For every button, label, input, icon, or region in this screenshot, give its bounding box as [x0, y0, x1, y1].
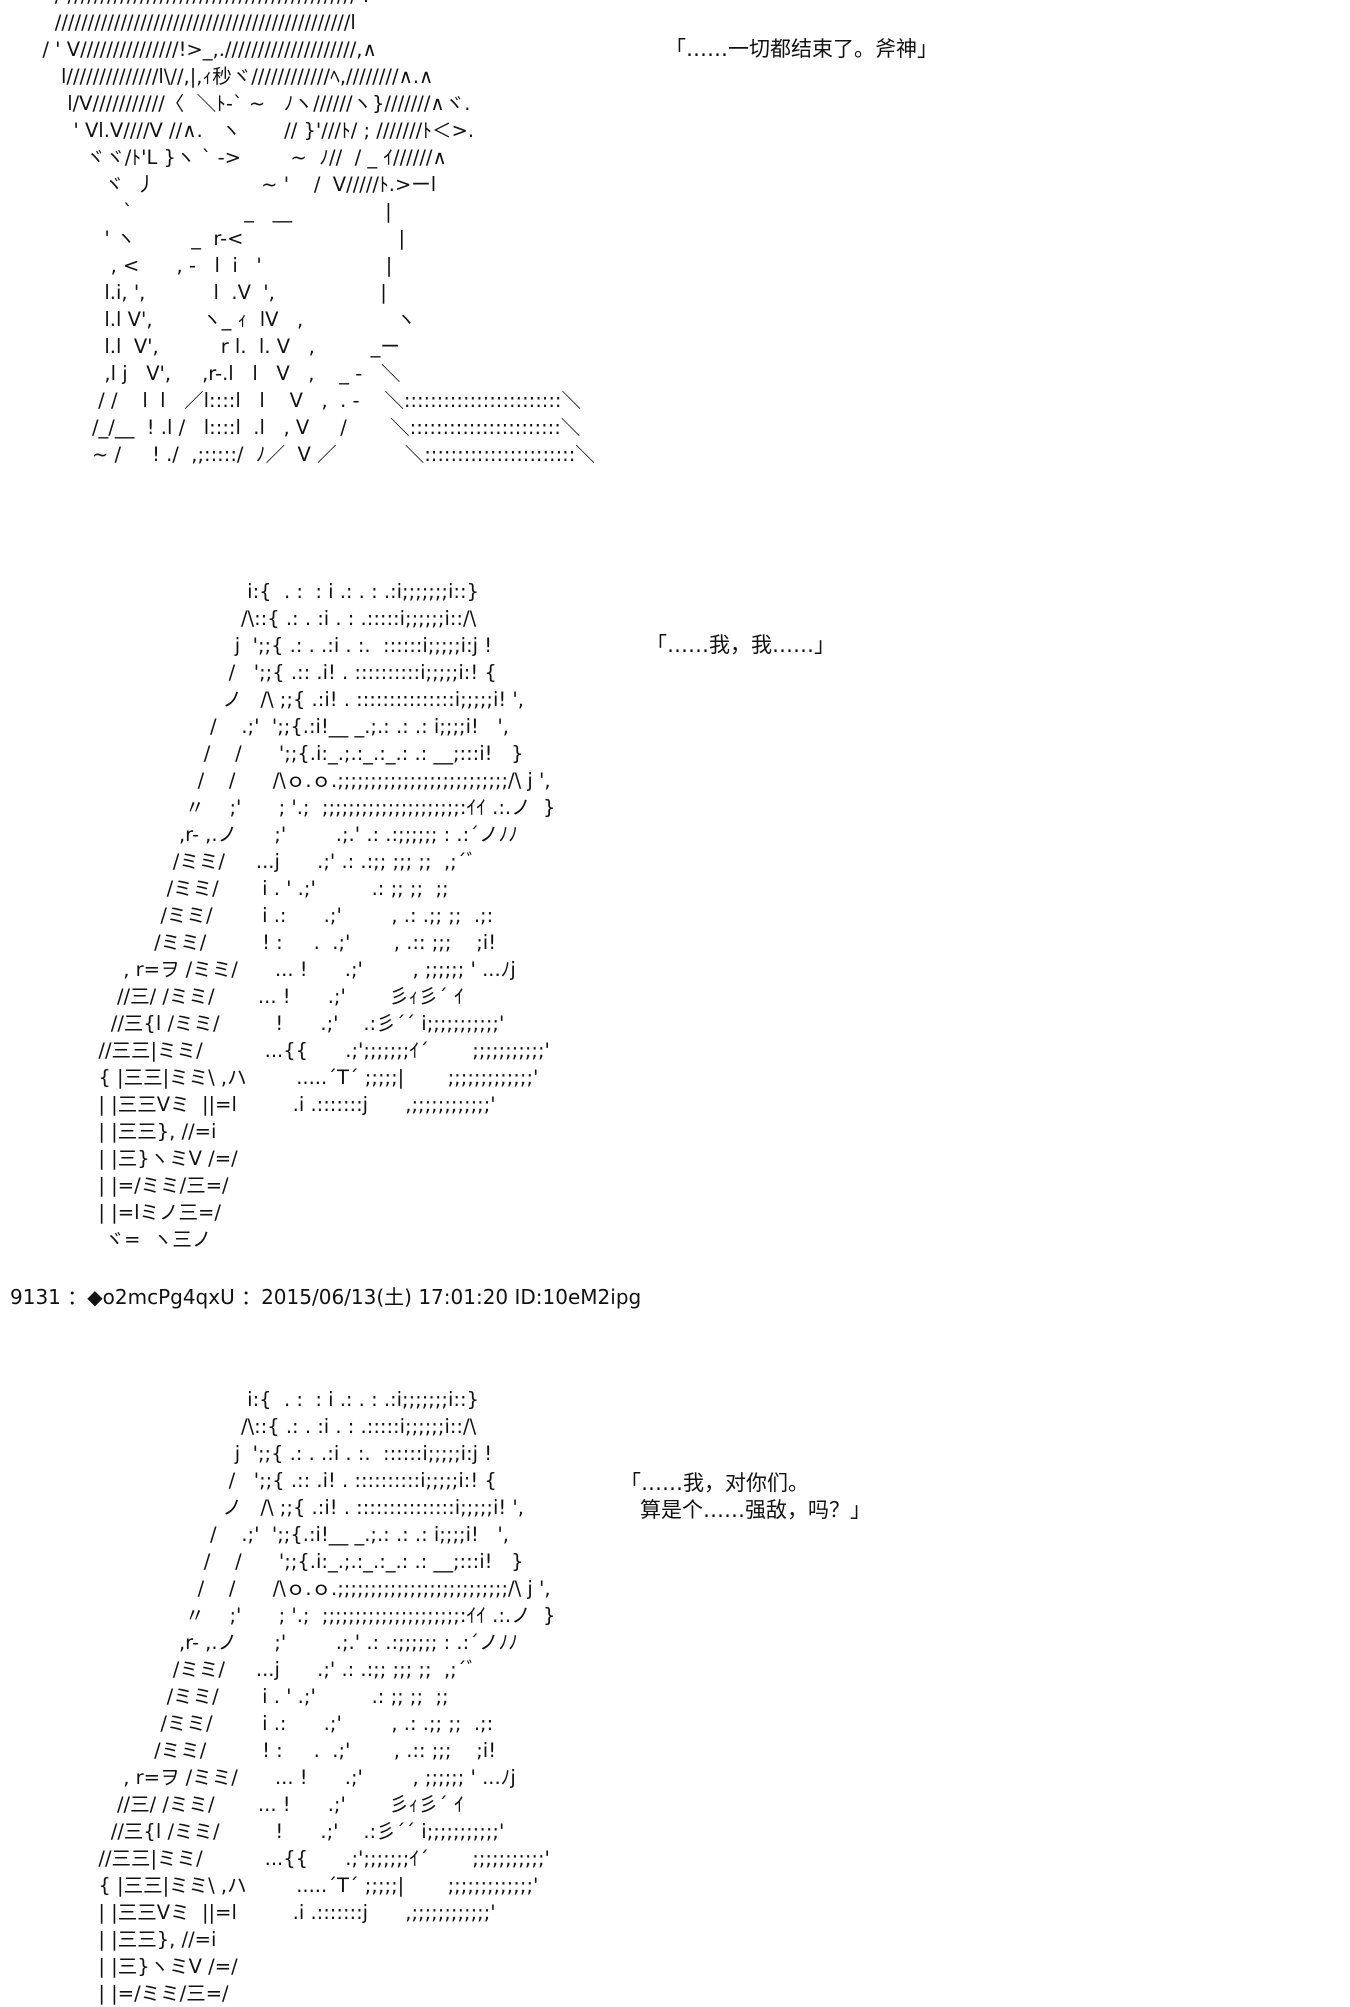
dialogue-line-1: 「……一切都结束了。斧神」: [665, 37, 938, 61]
ascii-art-scene-1: / //////////////////////////////////////…: [42, 0, 595, 466]
post-header: 9131 ：◆o2mcPg4qxU ：2015/06/13(土) 17:01:2…: [10, 1285, 642, 1309]
dialogue-line-3: 「……我，对你们。 算是个……强敌，吗？」: [620, 1471, 872, 1522]
ascii-art-scene-2: i:{ . : : i .: . : .:i;;;;;;;i::} /\::{ …: [98, 580, 556, 1251]
dialogue-line-2: 「……我，我……」: [646, 633, 835, 657]
ascii-art-scene-3: i:{ . : : i .: . : .:i;;;;;;;i::} /\::{ …: [98, 1388, 556, 2005]
